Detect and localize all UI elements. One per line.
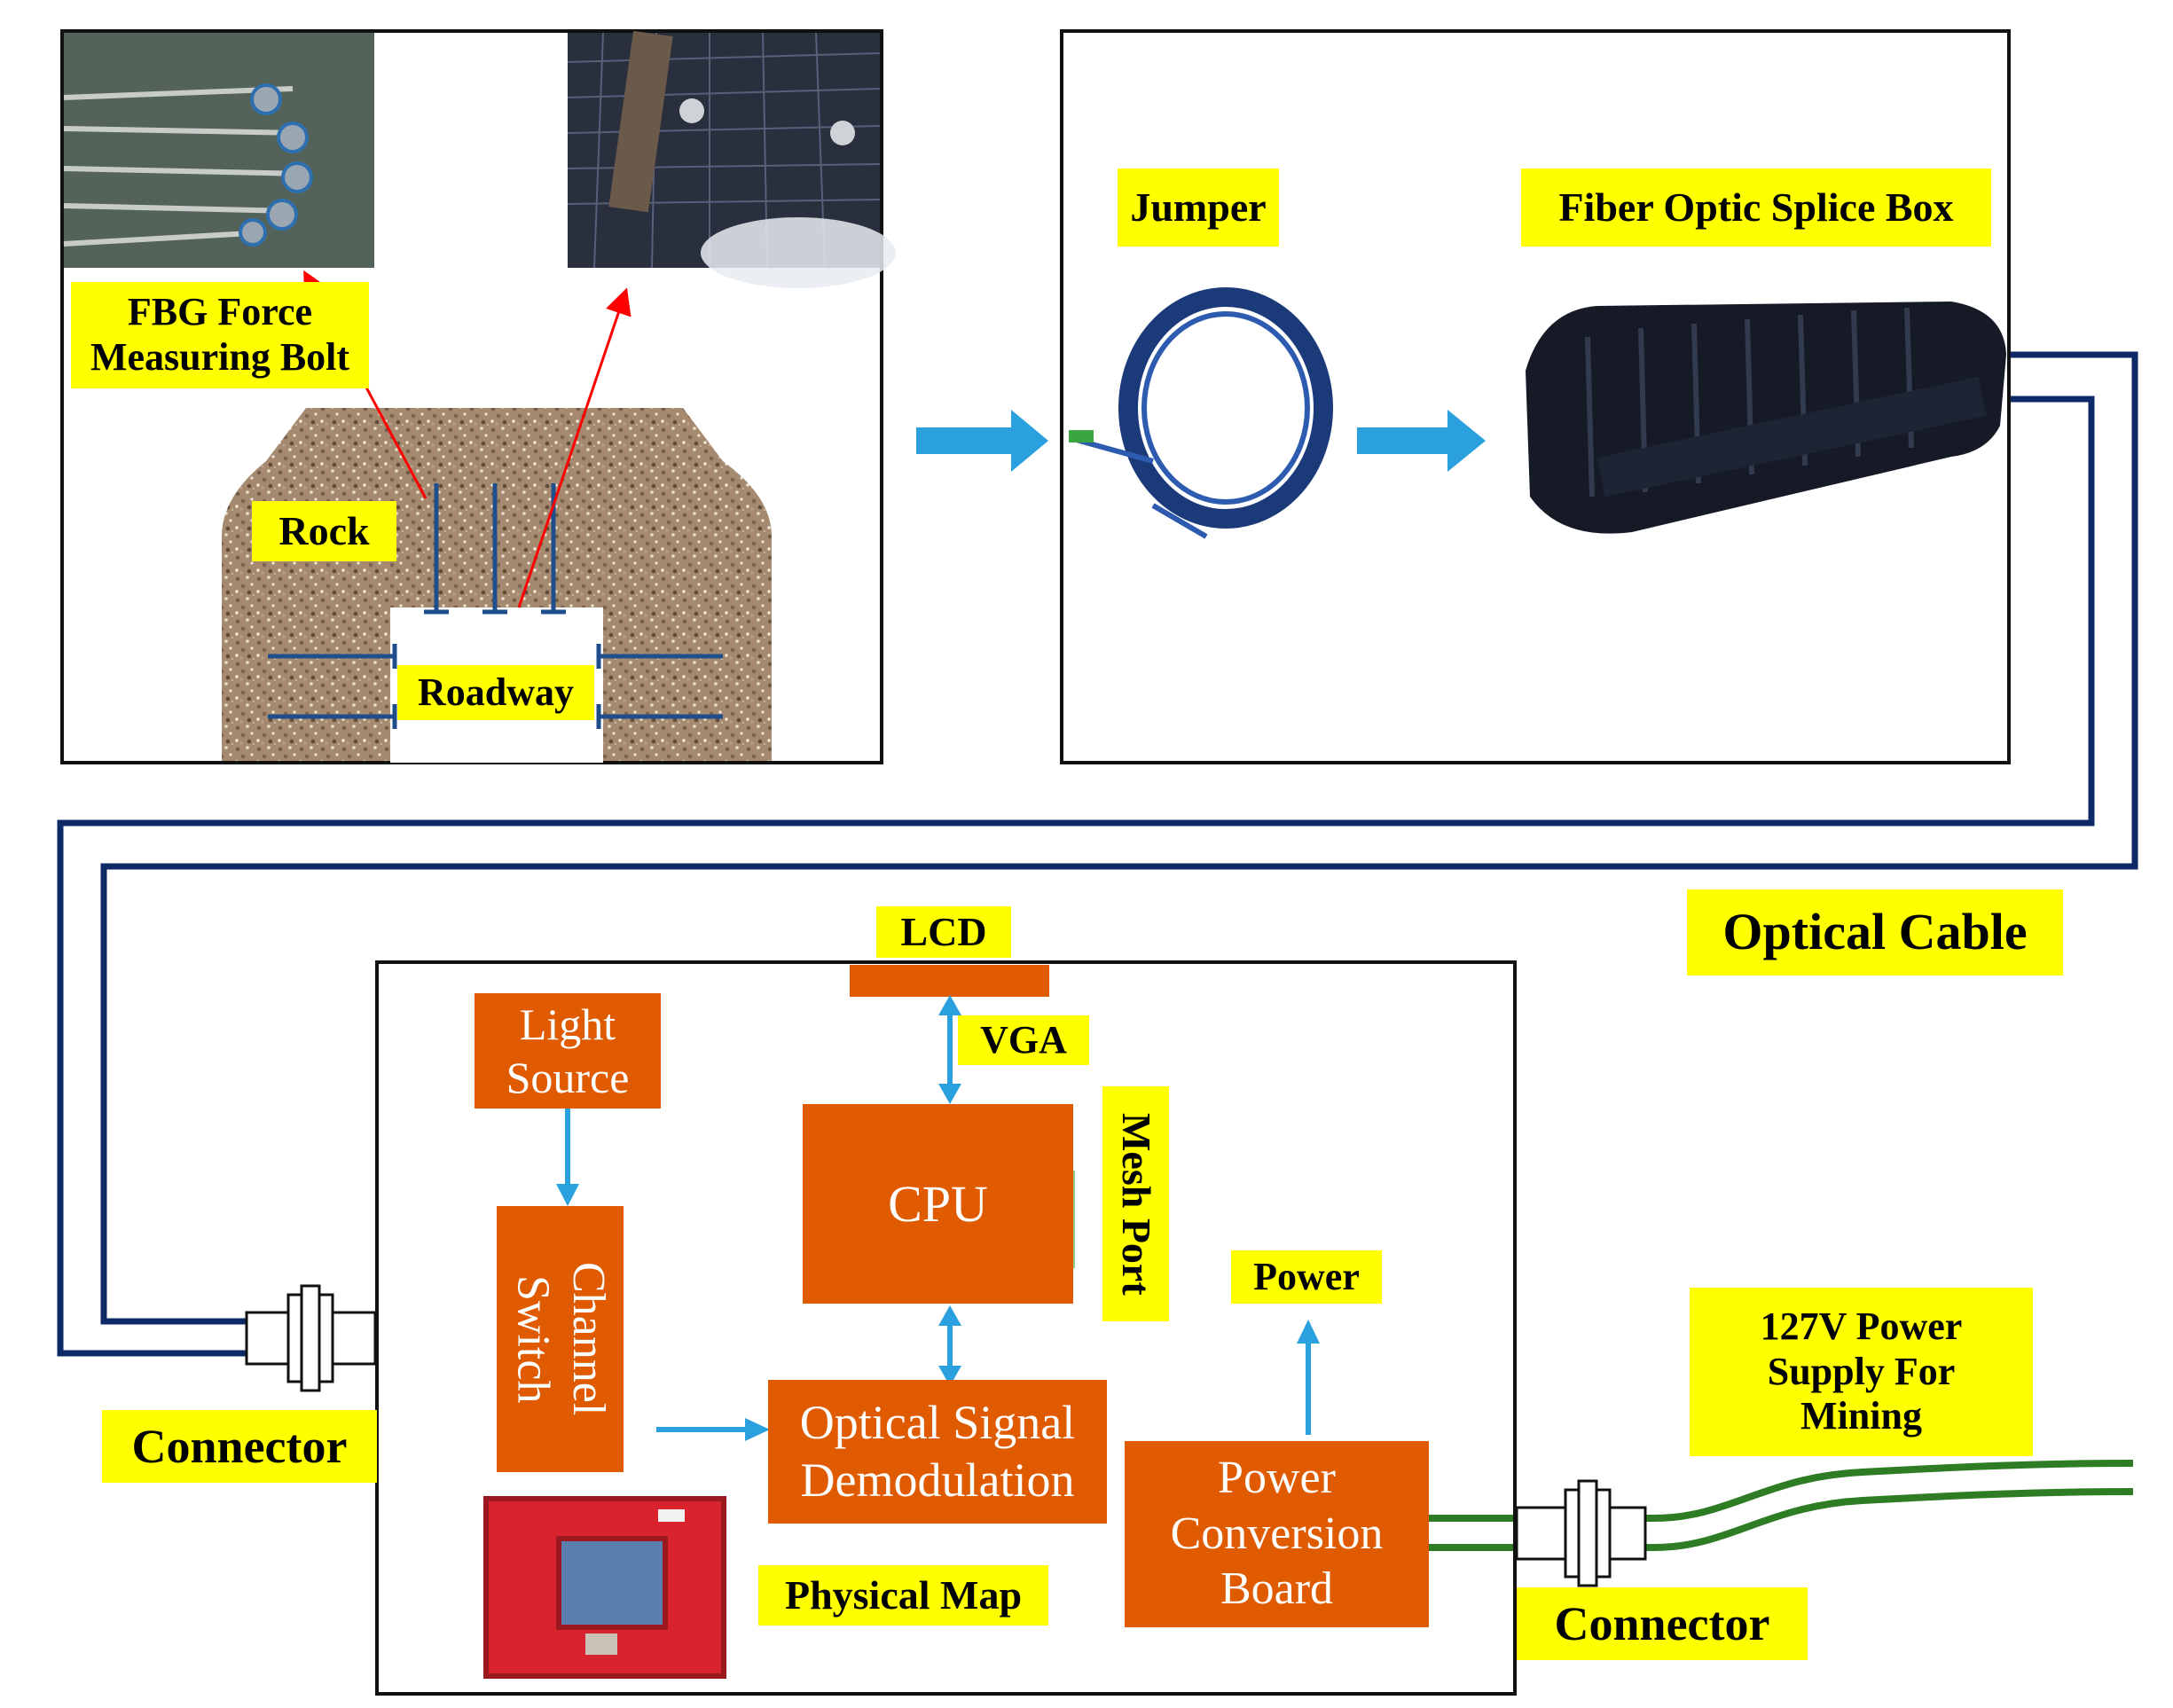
splice-box-icon bbox=[1526, 302, 2006, 534]
power-conversion-board: Power Conversion Board bbox=[1125, 1441, 1429, 1627]
vga-label: VGA bbox=[958, 1015, 1089, 1065]
right-connector-icon bbox=[1515, 1479, 1647, 1587]
device-arrows bbox=[556, 995, 1320, 1441]
rock-label: Rock bbox=[252, 501, 396, 561]
left-connector-icon bbox=[245, 1284, 377, 1392]
channel-switch-block: Channel Switch bbox=[497, 1206, 624, 1472]
roadway-label: Roadway bbox=[397, 665, 594, 720]
device-panel bbox=[375, 960, 1517, 1696]
mesh-port-label: Mesh Port bbox=[1102, 1086, 1169, 1321]
optical-demodulation-block: Optical Signal Demodulation bbox=[768, 1380, 1107, 1524]
flow-arrows bbox=[916, 410, 1486, 472]
lcd-label: LCD bbox=[876, 906, 1011, 958]
bolt-photo-icon bbox=[63, 33, 374, 268]
fiber-coil-icon bbox=[1069, 287, 1333, 539]
mesh-photo-icon bbox=[567, 30, 896, 288]
device-photo-icon bbox=[483, 1496, 726, 1679]
optical-cable-label: Optical Cable bbox=[1687, 889, 2063, 975]
power-supply-label: 127V Power Supply For Mining bbox=[1690, 1288, 2033, 1456]
power-label: Power bbox=[1231, 1250, 1382, 1304]
left-connector-label: Connector bbox=[102, 1410, 377, 1483]
power-supply-cable bbox=[1426, 1460, 2134, 1551]
cpu-block: CPU bbox=[803, 1104, 1073, 1304]
optical-cable bbox=[57, 351, 2138, 1357]
lcd-bar bbox=[850, 965, 1049, 997]
right-connector-label: Connector bbox=[1517, 1587, 1808, 1660]
physical-map-label: Physical Map bbox=[758, 1565, 1048, 1626]
jumper-label: Jumper bbox=[1118, 168, 1279, 247]
fbg-bolt-label: FBG Force Measuring Bolt bbox=[71, 282, 369, 388]
light-source-block: Light Source bbox=[475, 993, 661, 1109]
splice-box-label: Fiber Optic Splice Box bbox=[1521, 168, 1991, 247]
